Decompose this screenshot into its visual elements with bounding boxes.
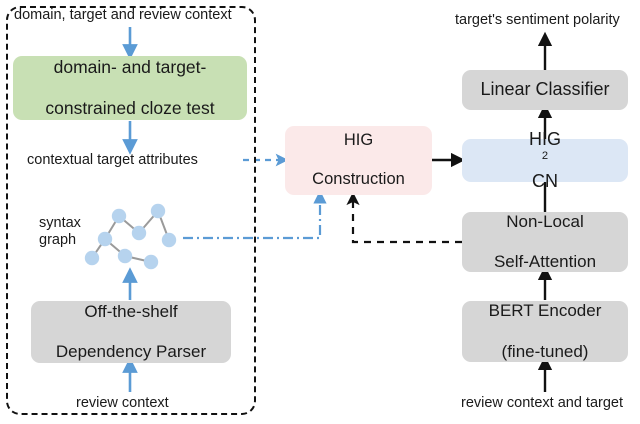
syntax-graph-nodes [84, 203, 177, 270]
label-target-sentiment-polarity: target's sentiment polarity [455, 12, 620, 28]
higcn-label-superscript: 2 [541, 149, 549, 162]
higcn-label-prefix: HIG [528, 128, 561, 149]
hig-construction-line-2: Construction [312, 170, 405, 189]
linear-classifier-label: Linear Classifier [480, 79, 610, 100]
dependency-parser-box[interactable]: Off-the-shelf Dependency Parser [31, 301, 231, 363]
higcn-label-suffix: CN [531, 171, 558, 192]
syntax-graph-label-line-1: syntax [39, 215, 81, 231]
attention-line-2: Self-Attention [493, 252, 597, 272]
label-review-context-and-target: review context and target [461, 395, 624, 411]
label-domain-target-review-context: domain, target and review context [14, 7, 232, 23]
arrow-graph-to-hig [183, 190, 327, 240]
syntax-graph-node [97, 231, 113, 247]
syntax-graph-node [150, 203, 166, 219]
attention-line-1: Non-Local [506, 211, 584, 231]
syntax-graph-node [131, 225, 147, 241]
label-syntax-graph: syntax graph [39, 215, 81, 249]
left-dashed-group [6, 6, 256, 415]
arrow-attention-to-hig [346, 191, 462, 244]
cloze-test-line-1: domain- and target- [53, 57, 207, 78]
hig-construction-box[interactable]: HIG Construction [285, 126, 432, 195]
bert-encoder-box[interactable]: BERT Encoder (fine-tuned) [462, 301, 628, 362]
syntax-graph-node [117, 248, 133, 264]
parser-line-2: Dependency Parser [55, 342, 207, 362]
syntax-graph-label-line-2: graph [39, 232, 77, 249]
hig-construction-line-1: HIG [343, 131, 374, 150]
syntax-graph-node [84, 250, 100, 266]
label-contextual-target-attributes: contextual target attributes [27, 152, 198, 168]
encoder-line-2: (fine-tuned) [501, 341, 589, 361]
cloze-test-box[interactable]: domain- and target- constrained cloze te… [13, 56, 247, 120]
linear-classifier-box[interactable]: Linear Classifier [462, 70, 628, 110]
syntax-graph-node [143, 254, 159, 270]
encoder-line-1: BERT Encoder [488, 301, 602, 321]
parser-line-1: Off-the-shelf [84, 301, 178, 321]
non-local-self-attention-box[interactable]: Non-Local Self-Attention [462, 212, 628, 272]
syntax-graph-node [161, 232, 177, 248]
cloze-test-line-2: constrained cloze test [45, 98, 215, 119]
syntax-graph-node [111, 208, 127, 224]
label-review-context: review context [76, 395, 169, 411]
